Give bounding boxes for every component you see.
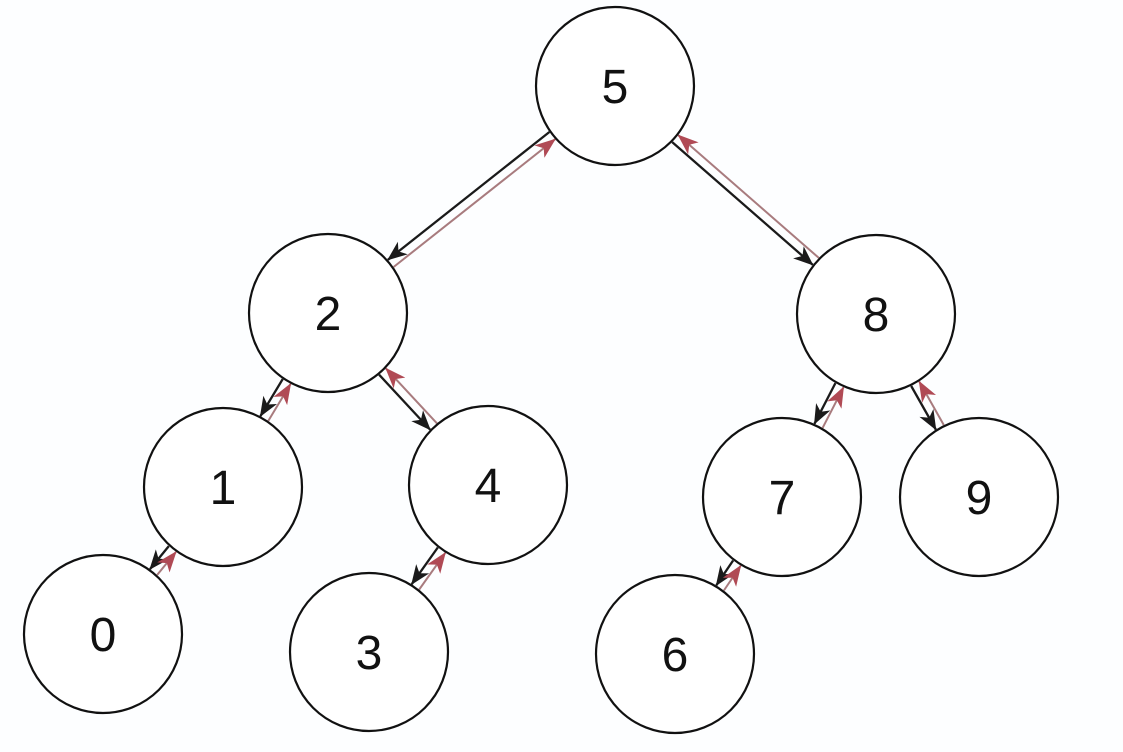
tree-node-label-3: 3 xyxy=(356,627,383,680)
edge-6-to-7-return-arrow xyxy=(722,564,742,592)
edges-layer xyxy=(149,131,945,592)
tree-node-circle-0 xyxy=(22,553,184,715)
tree-node-9: 9 xyxy=(898,416,1060,578)
tree-node-label-0: 0 xyxy=(90,609,117,662)
tree-node-label-4: 4 xyxy=(475,460,502,513)
edge-5-to-2-forward-arrow xyxy=(387,131,551,261)
edge-4-to-3-forward-arrow xyxy=(410,546,439,586)
tree-node-4: 4 xyxy=(407,404,569,566)
edge-8-to-7-forward-arrow xyxy=(813,382,837,425)
tree-node-label-2: 2 xyxy=(315,288,342,341)
tree-node-label-7: 7 xyxy=(769,472,796,525)
tree-node-7: 7 xyxy=(701,416,863,578)
edge-9-to-8-return-arrow xyxy=(918,380,945,426)
tree-node-circle-9 xyxy=(898,416,1060,578)
tree-node-label-8: 8 xyxy=(863,289,890,342)
tree-node-8: 8 xyxy=(795,233,957,395)
tree-node-3: 3 xyxy=(288,571,450,733)
tree-node-circle-8 xyxy=(795,233,957,395)
tree-node-label-5: 5 xyxy=(602,61,629,114)
edge-7-to-8-return-arrow xyxy=(821,386,845,429)
tree-node-circle-5 xyxy=(534,5,696,167)
edge-5-to-8-forward-arrow xyxy=(671,141,814,266)
tree-node-circle-6 xyxy=(594,573,756,735)
tree-node-circle-7 xyxy=(701,416,863,578)
tree-node-label-9: 9 xyxy=(966,472,993,525)
tree-node-label-6: 6 xyxy=(662,629,689,682)
tree-node-6: 6 xyxy=(594,573,756,735)
edge-0-to-1-return-arrow xyxy=(156,551,177,576)
tree-node-circle-1 xyxy=(142,406,304,568)
edge-1-to-2-return-arrow xyxy=(267,383,292,422)
edge-2-to-1-forward-arrow xyxy=(259,378,284,417)
edge-2-to-5-return-arrow xyxy=(392,138,556,268)
edge-4-to-2-return-arrow xyxy=(385,367,438,424)
tree-node-circle-4 xyxy=(407,404,569,566)
tree-node-2: 2 xyxy=(247,232,409,394)
tree-node-circle-2 xyxy=(247,232,409,394)
edge-2-to-4-forward-arrow xyxy=(378,373,431,431)
tree-node-label-1: 1 xyxy=(210,462,237,515)
tree-node-5: 5 xyxy=(534,5,696,167)
tree-node-circle-3 xyxy=(288,571,450,733)
edge-3-to-4-return-arrow xyxy=(418,551,447,591)
edge-8-to-9-forward-arrow xyxy=(910,385,937,431)
edge-8-to-5-return-arrow xyxy=(677,134,820,259)
tree-node-0: 0 xyxy=(22,553,184,715)
tree-node-1: 1 xyxy=(142,406,304,568)
